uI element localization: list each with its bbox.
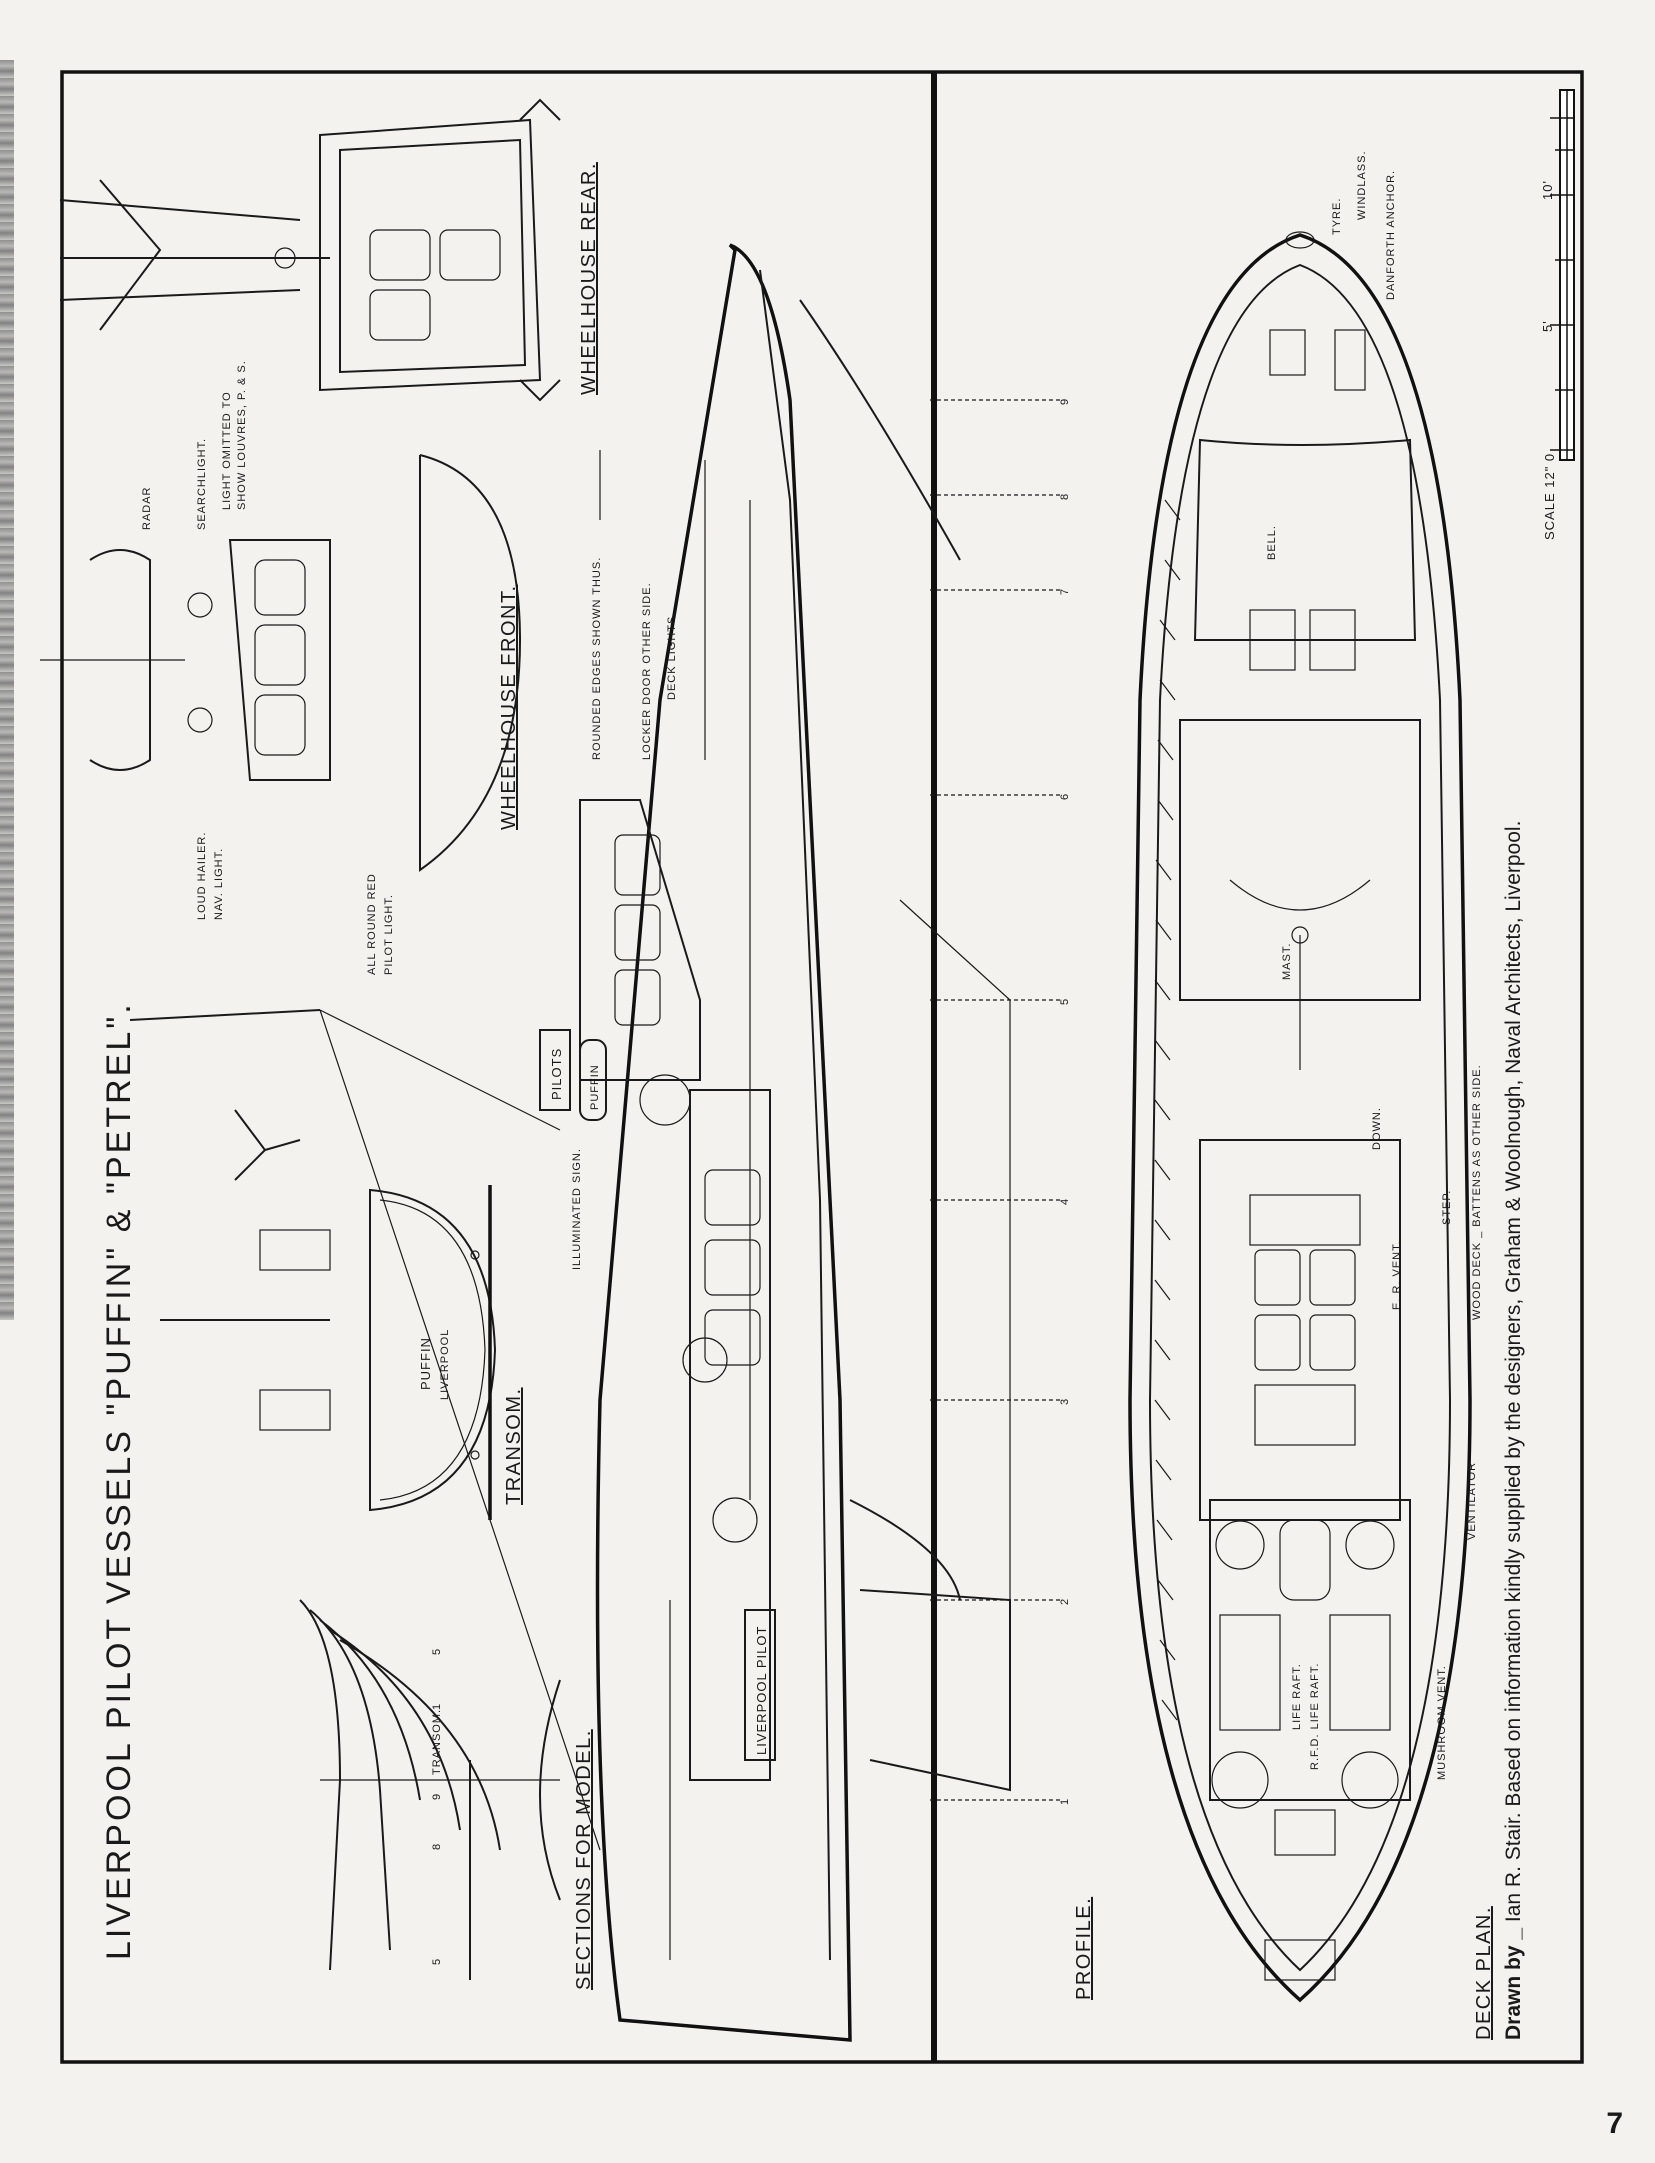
label-loud-hailer: LOUD HAILER.	[196, 832, 208, 920]
label-searchlight: SEARCHLIGHT.	[196, 438, 208, 530]
page-number: 7	[1606, 2107, 1623, 2140]
sections-title: SECTIONS FOR MODEL.	[573, 1729, 595, 1990]
label-mushroom-vent: MUSHROOM VENT.	[1436, 1665, 1448, 1780]
wheelhouse-front-title: WHEELHOUSE FRONT.	[498, 584, 520, 830]
wheelhouse-front-view: WHEELHOUSE FRONT. RADAR SEARCHLIGHT. LIG…	[40, 360, 522, 975]
label-pilot-light-2: PILOT LIGHT.	[383, 894, 395, 975]
station-8: 8	[1059, 493, 1071, 500]
deck-plan-view: TYRE. WINDLASS. DANFORTH ANCHOR. BELL. M…	[1128, 150, 1495, 2040]
label-light-omitted-1: LIGHT OMITTED TO	[221, 391, 233, 510]
sections-view: TRANSOM. 5 1 9 8 5 SECTIONS FOR MODEL.	[299, 1599, 595, 1990]
label-locker-door: LOCKER DOOR OTHER SIDE.	[641, 582, 653, 760]
label-er-vent: E. R. VENT.	[1391, 1240, 1403, 1310]
deck-plan-title: DECK PLAN.	[1473, 1906, 1495, 2040]
station-4: 4	[1059, 1198, 1071, 1205]
station-5: 5	[1059, 998, 1071, 1005]
label-deck-lights: DECK LIGHTS.	[666, 612, 678, 700]
station-7: 7	[1059, 588, 1071, 595]
sections-fwd-8: 8	[431, 1843, 443, 1850]
wheelhouse-rear-view: WHEELHOUSE REAR.	[59, 98, 600, 402]
drawing-title: LIVERPOOL PILOT VESSELS "PUFFIN" & "PETR…	[100, 1001, 138, 1960]
station-1: 1	[1059, 1798, 1071, 1805]
label-life-raft: LIFE RAFT.	[1291, 1663, 1303, 1730]
scale-label: SCALE 12" 0	[1542, 453, 1557, 540]
transom-name: PUFFIN	[418, 1337, 433, 1390]
label-pilot-light-1: ALL ROUND RED	[366, 873, 378, 975]
profile-title: PROFILE.	[1073, 1897, 1095, 2000]
scale-tick-10: 10'	[1540, 180, 1555, 200]
label-down: DOWN.	[1371, 1107, 1383, 1150]
sections-aft-5: 5	[431, 1648, 443, 1655]
station-6: 6	[1059, 793, 1071, 800]
hull-name-sign: LIVERPOOL PILOT	[754, 1626, 769, 1755]
credit-prefix: Drawn by _	[1502, 1928, 1525, 2040]
profile-view: PILOTS PUFFIN LIVERPOOL PILOT 9 8 7 6 5 …	[129, 243, 1095, 2042]
label-rfd-life-raft: R.F.D. LIFE RAFT.	[1309, 1663, 1321, 1770]
station-2: 2	[1059, 1598, 1071, 1605]
sections-aft-1: 1	[431, 1703, 443, 1710]
sections-transom-label: TRANSOM.	[431, 1709, 443, 1775]
drawing-frame	[60, 70, 1584, 2064]
label-windlass: WINDLASS.	[1356, 150, 1368, 220]
station-3: 3	[1059, 1398, 1071, 1405]
credit-text: Ian R. Stair. Based on information kindl…	[1502, 821, 1525, 1928]
label-battens: WOOD DECK _ BATTENS AS OTHER SIDE.	[1471, 1064, 1483, 1320]
label-mast: MAST.	[1281, 943, 1293, 980]
label-step: STEP.	[1441, 1190, 1453, 1225]
label-nav-light: NAV. LIGHT.	[213, 848, 225, 920]
label-light-omitted-2: SHOW LOUVRES, P. & S.	[236, 360, 248, 510]
transom-port: LIVERPOOL	[439, 1329, 451, 1400]
label-ventilator: VENTILATOR	[1466, 1462, 1478, 1540]
station-9: 9	[1059, 398, 1071, 405]
label-illuminated-sign: ILLUMINATED SIGN.	[571, 1148, 583, 1270]
credit-line: Drawn by _ Ian R. Stair. Based on inform…	[1502, 821, 1525, 2040]
label-rounded-edges: ROUNDED EDGES SHOWN THUS.	[591, 557, 603, 760]
label-tyre: TYRE.	[1331, 198, 1343, 235]
wheelhouse-rear-title: WHEELHOUSE REAR.	[578, 162, 600, 395]
scale-bar: 10' 5' SCALE 12" 0	[1540, 89, 1575, 540]
puffin-sign: PUFFIN	[589, 1064, 601, 1110]
label-radar: RADAR	[141, 486, 153, 530]
pilots-sign: PILOTS	[549, 1048, 564, 1100]
sections-fwd-5: 5	[431, 1958, 443, 1965]
label-bell: BELL.	[1266, 525, 1278, 560]
scale-tick-5: 5'	[1540, 320, 1555, 332]
label-danforth: DANFORTH ANCHOR.	[1385, 170, 1397, 300]
binding-edge	[0, 60, 14, 1320]
transom-view: PUFFIN LIVERPOOL TRANSOM.	[160, 1109, 525, 1520]
transom-title: TRANSOM.	[503, 1387, 525, 1505]
sections-fwd-9: 9	[431, 1793, 443, 1800]
